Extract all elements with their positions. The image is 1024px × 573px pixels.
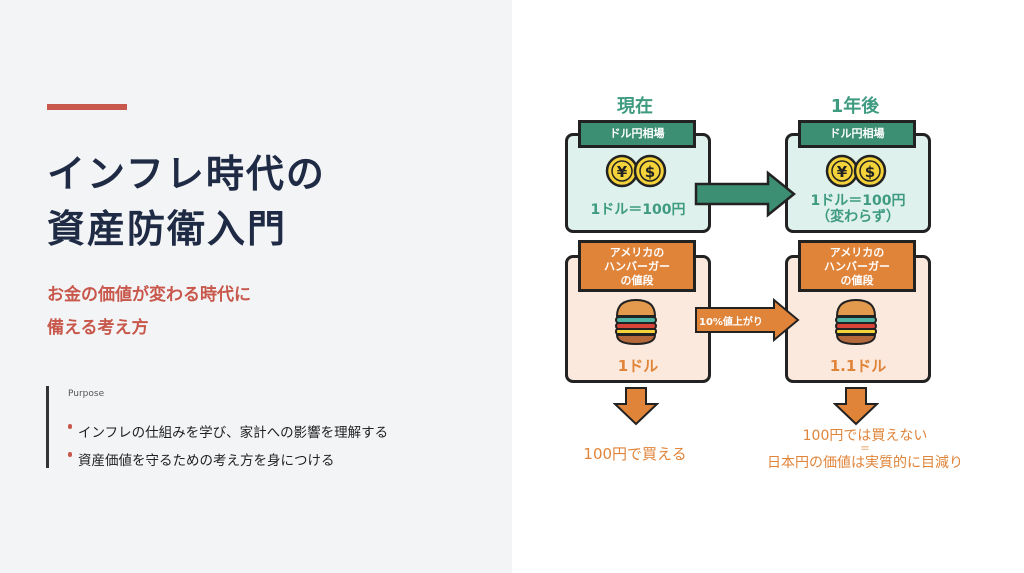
price-arrow-label: 10%値上がり [699, 317, 763, 328]
result-line: ＝ [860, 444, 870, 455]
rate-tag-now: ドル円相場 [578, 120, 696, 148]
right-arrow-green-icon [694, 170, 796, 218]
svg-text:¥: ¥ [617, 163, 628, 181]
purpose-item: 資産価値を守るための考え方を身につける [68, 449, 335, 469]
heading-later: 1年後 [830, 96, 880, 117]
accent-bar [47, 104, 127, 110]
coins-icon: ¥$ [605, 154, 667, 188]
tag-line: の値段 [840, 274, 874, 287]
purpose-border [46, 386, 49, 468]
heading-now: 現在 [617, 96, 653, 117]
result-line: 100円では買えない [802, 428, 928, 444]
tag-line: ハンバーガー [824, 260, 890, 273]
rate-box-later [785, 133, 931, 233]
price-now: 1ドル [617, 357, 659, 375]
subtitle-line-2: 備える考え方 [47, 318, 149, 338]
purpose-item-text: インフレの仕組みを学び、家計への影響を理解する [78, 425, 389, 441]
hamburger-icon [835, 298, 877, 346]
price-later: 1.1ドル [829, 357, 887, 375]
bullet-icon [68, 424, 72, 429]
rate-tag-later: ドル円相場 [798, 120, 916, 148]
tag-line: ハンバーガー [604, 260, 670, 273]
purpose-item: インフレの仕組みを学び、家計への影響を理解する [68, 421, 388, 441]
title-line-1: インフレ時代の [47, 152, 326, 196]
result-later: 100円では買えない＝日本円の価値は実質的に目減り [760, 428, 970, 472]
right-arrow-orange-icon [695, 298, 800, 342]
rate-later: 1ドル＝100円 [810, 193, 906, 209]
svg-text:¥: ¥ [837, 163, 848, 181]
price-tag-now: アメリカのハンバーガーの値段 [578, 240, 696, 292]
purpose-label: Purpose [68, 389, 105, 399]
subtitle-line-1: お金の価値が変わる時代に [47, 285, 251, 305]
svg-text:$: $ [645, 163, 655, 181]
result-line: 日本円の価値は実質的に目減り [767, 455, 963, 471]
tag-line: の値段 [620, 274, 654, 287]
rate-later-note: （変わらず） [816, 209, 900, 225]
rate-now: 1ドル＝100円 [590, 202, 686, 218]
purpose-item-text: 資産価値を守るための考え方を身につける [78, 453, 335, 469]
down-arrow-icon [833, 387, 879, 426]
down-arrow-icon [613, 387, 659, 426]
result-now: 100円で買える [583, 445, 687, 463]
price-tag-later: アメリカのハンバーガーの値段 [798, 240, 916, 292]
left-panel [0, 0, 512, 573]
tag-line: アメリカの [829, 246, 885, 259]
svg-text:$: $ [865, 163, 875, 181]
tag-line: アメリカの [609, 246, 665, 259]
hamburger-icon [615, 298, 657, 346]
coins-icon: ¥$ [825, 154, 887, 188]
title-line-2: 資産防衛入門 [47, 207, 288, 251]
bullet-icon [68, 452, 72, 457]
